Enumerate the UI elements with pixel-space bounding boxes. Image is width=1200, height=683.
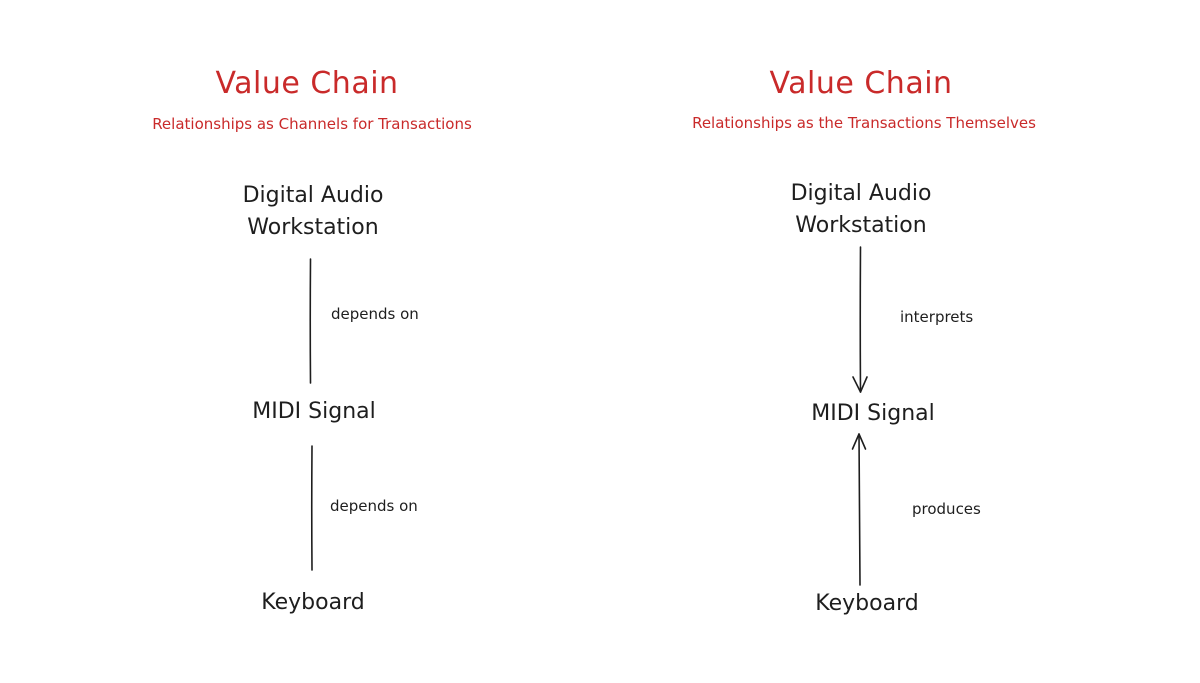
right-edge-keyboard-midi: [858, 433, 861, 586]
left-node-keyboard: Keyboard: [261, 590, 365, 615]
right-node-daw-line2: Workstation: [795, 213, 927, 238]
right-node-keyboard: Keyboard: [815, 591, 919, 616]
right-title: Value Chain: [769, 66, 953, 101]
right-edge-label-1: interprets: [900, 308, 974, 326]
right-arrowhead-up-icon: [851, 433, 867, 450]
left-subtitle: Relationships as Channels for Transactio…: [152, 115, 472, 133]
right-edge-label-2: produces: [912, 500, 981, 518]
right-node-midi: MIDI Signal: [811, 401, 935, 426]
right-arrowhead-down-icon: [852, 376, 868, 393]
right-node-daw: Digital Audio Workstation: [791, 178, 932, 242]
left-title: Value Chain: [215, 66, 399, 101]
left-node-daw-line2: Workstation: [247, 215, 379, 240]
left-node-midi: MIDI Signal: [252, 399, 376, 424]
left-node-daw: Digital Audio Workstation: [243, 180, 384, 244]
left-edge-label-1: depends on: [331, 305, 419, 323]
right-node-daw-line1: Digital Audio: [790, 181, 932, 206]
left-edge-label-2: depends on: [330, 497, 418, 515]
right-subtitle: Relationships as the Transactions Themse…: [692, 114, 1036, 132]
left-node-daw-line1: Digital Audio: [242, 183, 384, 208]
